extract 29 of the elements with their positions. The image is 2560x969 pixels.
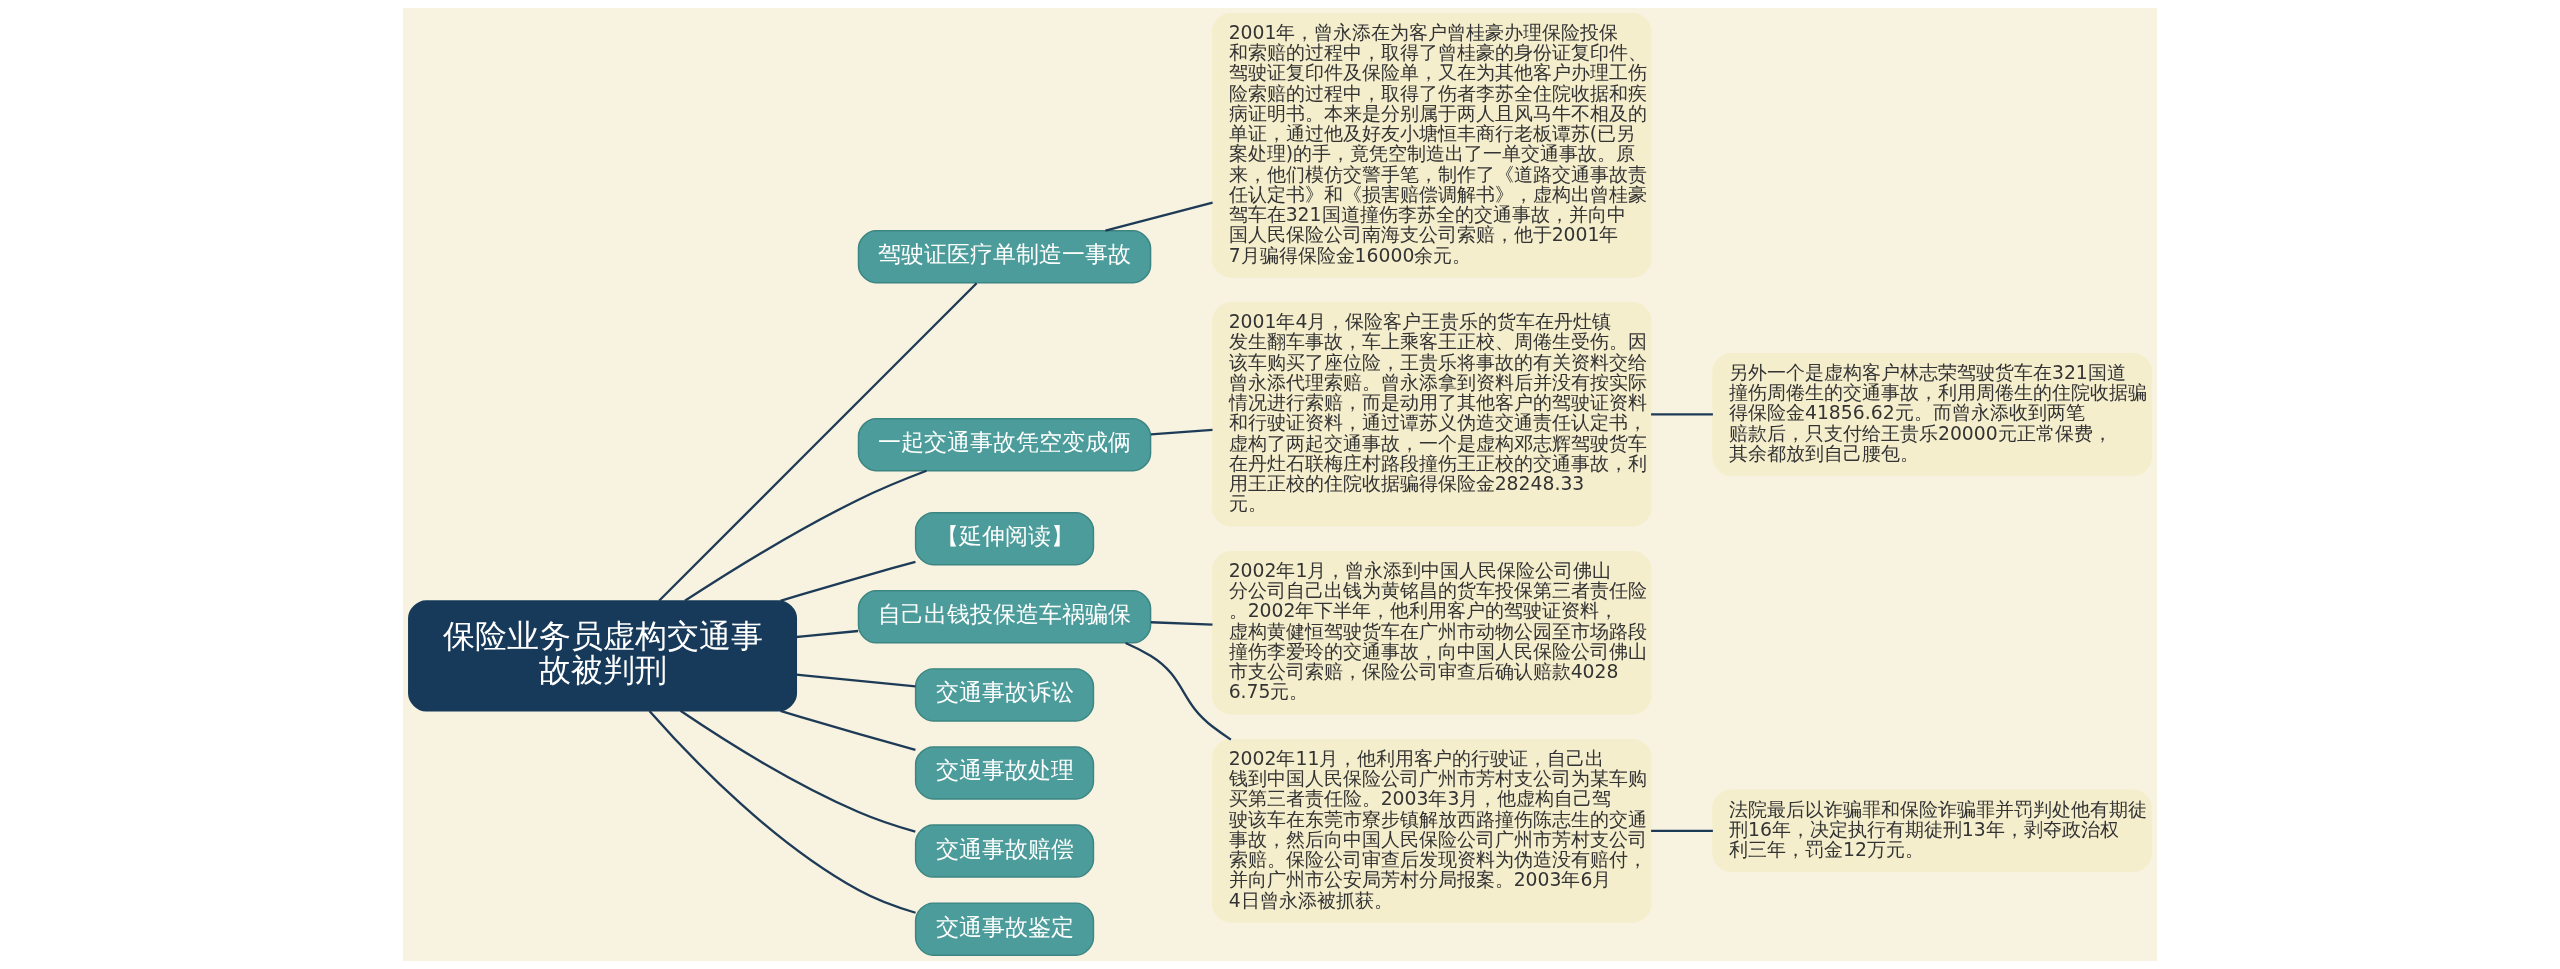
connector: [684, 469, 927, 602]
connector: [1651, 829, 1713, 832]
node-box: 交通事故鉴定: [914, 902, 1095, 956]
node-box: 2001年，曾永添在为客户曾桂豪办理保险投保和索赔的过程中，取得了曾桂豪的身份证复印件、驾驶证复印件及保险单，又在为其他客户办理工伤险索赔的过程中，取得了伤者李苏全住院收据和疾病证明书。本来是分别属于两人且风马牛不相及的单证，通过他及好友小塘恒丰商行老板谭苏(已另案处理)的手，竟凭空制造出了一单交通事故。原来，他们模仿交警手笔，制作了《道路交通事故责任认定书》和《损害赔偿调解书》，虚构出曾桂豪驾车在321国道撞伤李苏全的交通事故，并向中国人民保险公司南海支公司索赔，他于2001年7月骗得保险金16000余元。: [1212, 13, 1652, 278]
node-box: 交通事故诉讼: [914, 668, 1095, 722]
node-box: 2002年11月，他利用客户的行驶证，自己出钱到中国人民保险公司广州市芳村支公司为某车购买第三者责任险。2003年3月，他虚构自己驾驶该车在东莞市寮步镇解放西路撞伤陈志生的交通事故，然后向中国人民保险公司广州市芳村支公司索赔。保险公司审查后发现资料为伪造没有赔付，并向广州市公安局芳村分局报案。2003年6月4日曾永添被抓获。: [1212, 739, 1652, 923]
connector: [780, 560, 916, 602]
connector: [648, 710, 916, 914]
node-box: 2002年1月，曾永添到中国人民保险公司佛山分公司自己出钱为黄铭昌的货车投保第三者责任险。2002年下半年，他利用客户的驾驶证资料，虚构黄健恒驾驶货车在广州市动物公园至市场路段撞伤李爱玲的交通事故，向中国人民保险公司佛山市支公司索赔，保险公司审查后确认赔款40286.75元。: [1212, 551, 1652, 715]
connector: [1150, 428, 1213, 436]
connector: [796, 629, 859, 639]
node-box: 交通事故处理: [914, 746, 1095, 800]
node-box: 一起交通事故凭空变成俩: [857, 418, 1152, 472]
node-box: 自己出钱投保造车祸骗保: [857, 590, 1152, 644]
connector: [780, 709, 916, 751]
node-box: 法院最后以诈骗罪和保险诈骗罪并罚判处他有期徒刑16年，决定执行有期徒刑13年，剥夺政治权利三年，罚金12万元。: [1712, 789, 2152, 873]
node-box: 【延伸阅读】: [914, 511, 1095, 566]
connector: [679, 709, 916, 833]
connector: [796, 673, 916, 688]
node-box: 交通事故赔偿: [914, 824, 1095, 878]
connector: [658, 282, 978, 602]
node-box: 保险业务员虚构交通事故被判刑: [408, 600, 798, 712]
connector: [1651, 413, 1713, 416]
node-box: 另外一个是虚构客户林志荣驾驶货车在321国道撞伤周倦生的交通事故，利用周倦生的住院收据骗得保险金41856.62元。而曾永添收到两笔赔款后，只支付给王贵乐20000元正常保费，其余都放到自己腰包。: [1712, 352, 2152, 476]
connector: [1150, 621, 1213, 626]
connector: [1125, 641, 1232, 741]
connector: [1105, 201, 1213, 232]
node-box: 驾驶证医疗单制造一事故: [857, 230, 1152, 284]
node-box: 2001年4月，保险客户王贵乐的货车在丹灶镇发生翻车事故，车上乘客王正校、周倦生受伤。因该车购买了座位险，王贵乐将事故的有关资料交给曾永添代理索赔。曾永添拿到资料后并没有按实际情况进行索赔，而是动用了其他客户的驾驶证资料和行驶证资料，通过谭苏义伪造交通责任认定书，虚构了两起交通事故，一个是虚构邓志辉驾驶货车在丹灶石联梅庄村路段撞伤王正校的交通事故，利用王正校的住院收据骗得保险金28248.33元。: [1212, 302, 1652, 527]
